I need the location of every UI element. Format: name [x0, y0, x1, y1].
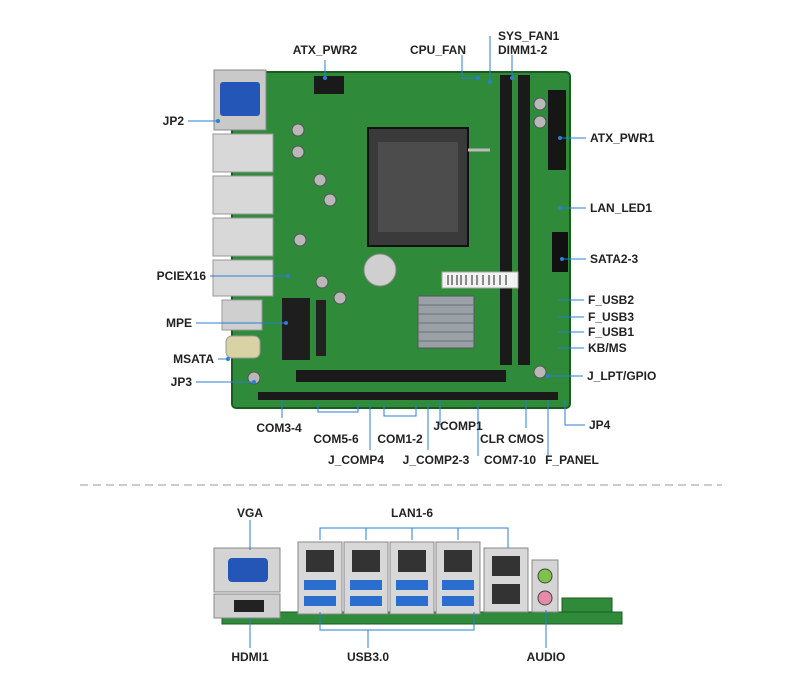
label-jp2: JP2 [162, 114, 184, 128]
label-f-panel: F_PANEL [545, 453, 599, 467]
label-audio: AUDIO [526, 650, 566, 664]
label-jp3: JP3 [170, 375, 192, 389]
label-hdmi1: HDMI1 [231, 650, 269, 664]
label-atx-pwr1: ATX_PWR1 [590, 131, 655, 145]
label-jcomp1: JCOMP1 [433, 419, 483, 433]
label-f-usb2: F_USB2 [588, 293, 635, 307]
label-sata2-3: SATA2-3 [590, 252, 639, 266]
label-com5-6: COM5-6 [313, 432, 359, 446]
label-kb-ms: KB/MS [588, 341, 627, 355]
label-lan1-6: LAN1-6 [390, 506, 434, 520]
label-com7-10: COM7-10 [483, 453, 537, 467]
label-j-comp2-3: J_COMP2-3 [402, 453, 470, 467]
label-pciex16: PCIEX16 [156, 269, 206, 283]
label-f-usb3: F_USB3 [588, 310, 635, 324]
label-usb30: USB3.0 [346, 650, 390, 664]
label-dimm1-2: DIMM1-2 [498, 43, 548, 57]
label-atx-pwr2: ATX_PWR2 [292, 43, 358, 57]
board-io-view [213, 541, 623, 625]
label-clr-cmos: CLR CMOS [480, 432, 544, 446]
label-msata: MSATA [173, 352, 214, 366]
leader-lines [188, 36, 586, 456]
board-top-view [212, 69, 571, 409]
label-sys-fan1: SYS_FAN1 [498, 29, 560, 43]
label-f-usb1: F_USB1 [588, 325, 635, 339]
label-mpe: MPE [165, 316, 192, 330]
label-j-comp4: J_COMP4 [327, 453, 385, 467]
label-jp4: JP4 [589, 418, 611, 432]
label-com1-2: COM1-2 [377, 432, 423, 446]
label-vga: VGA [236, 506, 264, 520]
label-j-lpt-gpio: J_LPT/GPIO [587, 369, 657, 383]
label-com3-4: COM3-4 [256, 421, 302, 435]
label-lan-led1: LAN_LED1 [590, 201, 653, 215]
label-cpu-fan: CPU_FAN [409, 43, 467, 57]
